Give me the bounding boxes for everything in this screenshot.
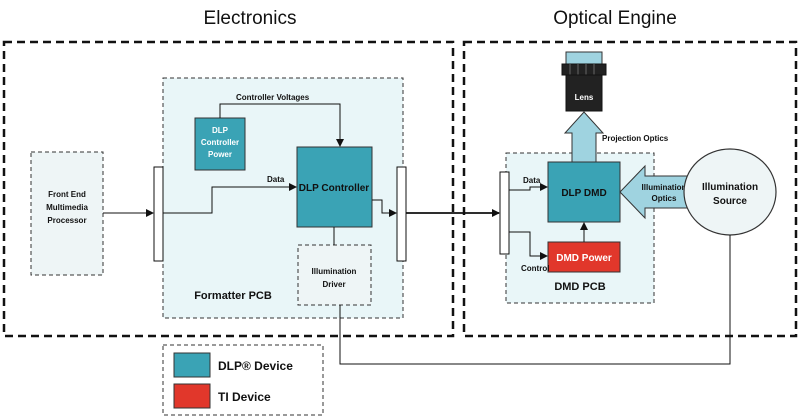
data-label-left: Data — [267, 175, 285, 184]
illumination-driver-label-2: Driver — [322, 280, 345, 289]
data-label-right: Data — [523, 176, 541, 185]
line-data-to-controller — [163, 183, 297, 214]
dmd-power-block — [547, 241, 621, 273]
line-controller-voltages — [219, 103, 344, 147]
line-driver-to-source — [339, 235, 731, 365]
front-end-label-1: Front End — [48, 190, 86, 199]
legend-label-dlp-device: DLP® Device — [218, 359, 293, 373]
dmd-pcb-label: DMD PCB — [554, 281, 605, 293]
electronics-title: Electronics — [204, 8, 297, 29]
line-data-to-dmd — [509, 183, 548, 191]
lens-label: Lens — [575, 93, 594, 102]
connector-dmd-input — [499, 171, 510, 255]
optical-engine-title: Optical Engine — [553, 8, 677, 29]
lens-icon — [561, 51, 607, 112]
front-end-label-2: Multimedia — [46, 203, 88, 212]
illumination-source-label-1: Illumination — [702, 182, 758, 193]
line-controller-to-connector — [372, 199, 397, 217]
legend-swatch-ti-device — [173, 383, 211, 409]
projection-optics-arrow — [563, 111, 605, 163]
dlp-dmd-label: DLP DMD — [561, 188, 606, 199]
dlp-controller-power-label-2: Controller — [201, 138, 239, 147]
line-control-to-dmd-power — [509, 231, 548, 260]
illumination-driver-label-1: Illumination — [312, 267, 357, 276]
illumination-optics-label-2: Optics — [652, 194, 677, 203]
electronics-section — [2, 40, 455, 338]
control-label: Control — [521, 264, 549, 273]
dlp-controller-power-label-3: Power — [208, 150, 232, 159]
illumination-source-label-2: Source — [713, 196, 747, 207]
illumination-optics-arrow — [619, 164, 693, 220]
dlp-controller-block — [296, 146, 373, 228]
connector-formatter-input — [153, 166, 164, 262]
controller-voltages-label: Controller Voltages — [236, 93, 310, 102]
dlp-dmd-block — [547, 161, 621, 223]
dlp-controller-label: DLP Controller — [299, 183, 369, 194]
front-end-label-3: Processor — [47, 216, 86, 225]
dmd-power-label: DMD Power — [556, 253, 612, 264]
front-end-processor-block — [30, 151, 104, 276]
optical-engine-section — [462, 40, 798, 338]
dlp-controller-power-block — [194, 117, 246, 171]
legend-swatch-dlp-device — [173, 352, 211, 378]
projection-optics-label: Projection Optics — [602, 134, 669, 143]
formatter-pcb-label: Formatter PCB — [194, 290, 272, 302]
dlp-controller-power-label-1: DLP — [212, 126, 229, 135]
illumination-optics-label-1: Illumination — [642, 183, 687, 192]
connection-lines — [103, 103, 731, 365]
connector-formatter-output — [396, 166, 407, 262]
legend-label-ti-device: TI Device — [218, 390, 271, 404]
illumination-driver-block — [297, 244, 372, 306]
